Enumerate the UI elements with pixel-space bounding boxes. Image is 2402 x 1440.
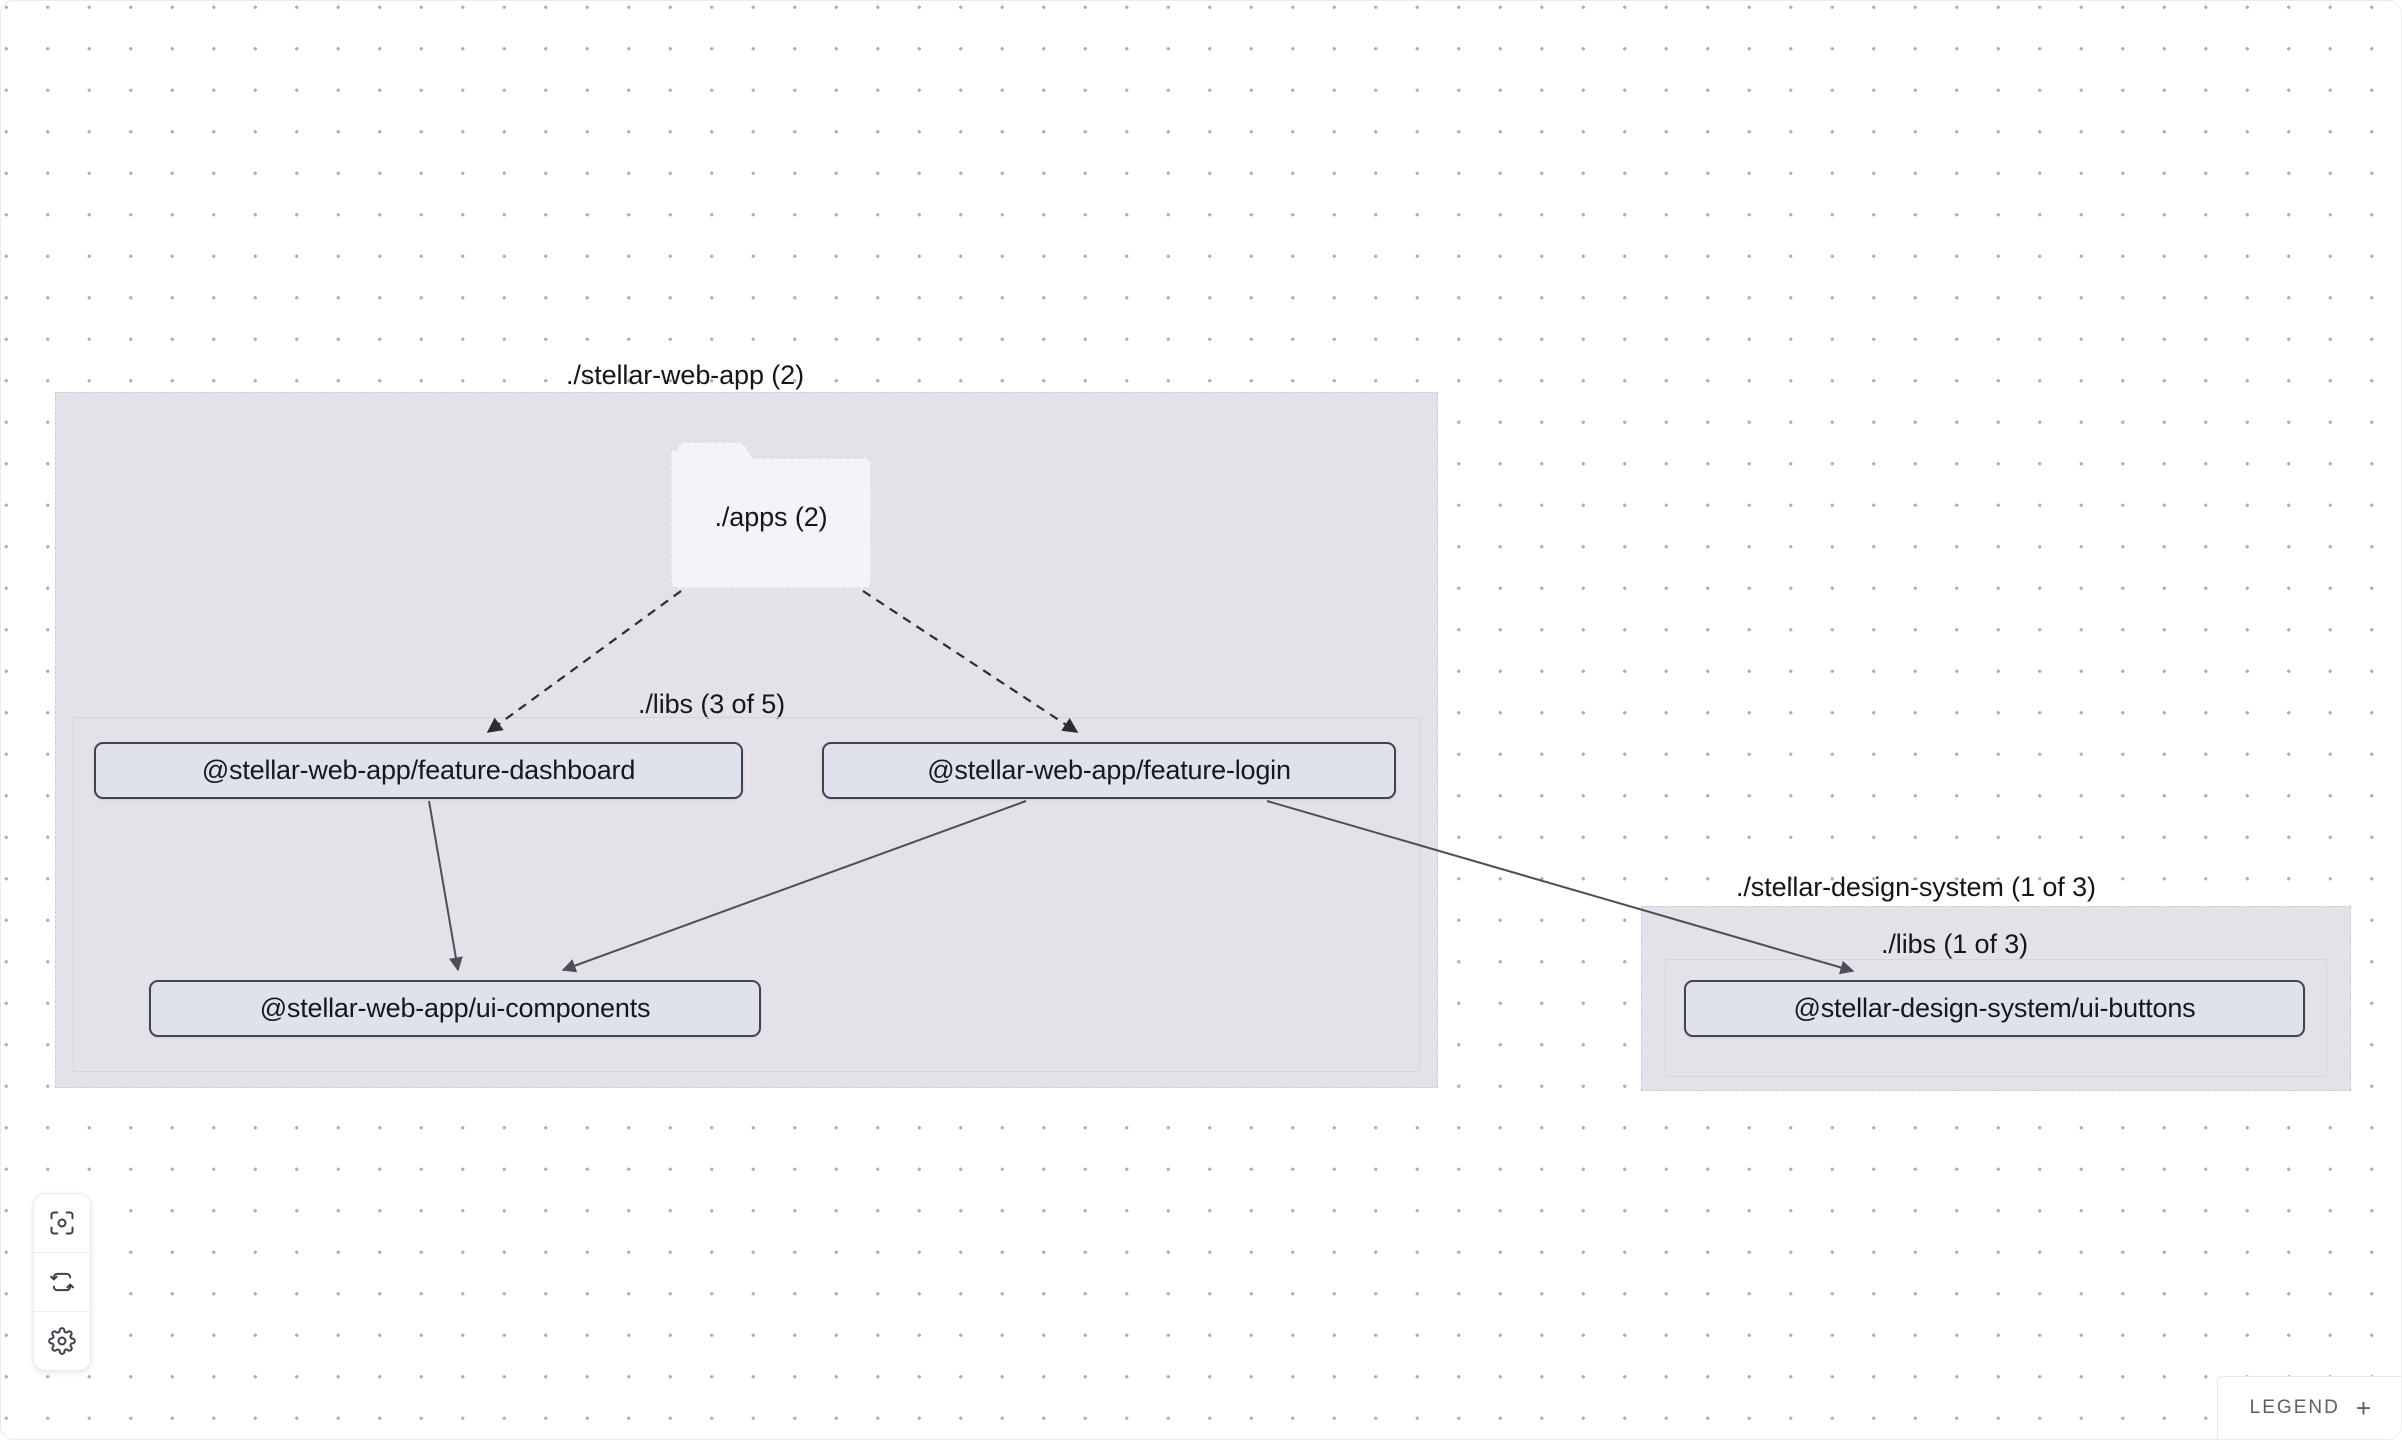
graph-settings-button[interactable] xyxy=(34,1312,90,1370)
group-title-stellar-design-system: ./stellar-design-system (1 of 3) xyxy=(1736,872,2096,902)
subgroup-title-design-system-libs: ./libs (1 of 3) xyxy=(1881,929,2029,959)
folder-shape-icon xyxy=(671,441,871,588)
project-node-feature-dashboard[interactable]: @stellar-web-app/feature-dashboard xyxy=(94,742,743,799)
legend-label: LEGEND xyxy=(2249,1397,2340,1418)
reset-graph-button[interactable] xyxy=(34,1253,90,1312)
refresh-cycle-icon xyxy=(50,1272,74,1292)
folder-node-apps[interactable]: ./apps (2) xyxy=(671,436,871,588)
graph-toolbar[interactable] xyxy=(33,1193,91,1371)
legend-panel[interactable]: LEGEND + xyxy=(2216,1376,2401,1439)
folder-node-label: ./apps (2) xyxy=(714,502,828,532)
focus-graph-button[interactable] xyxy=(34,1194,90,1253)
legend-expand-icon[interactable]: + xyxy=(2355,1393,2371,1423)
subgroup-title-web-app-libs: ./libs (3 of 5) xyxy=(638,689,786,719)
project-node-label: @stellar-design-system/ui-buttons xyxy=(1793,993,2196,1023)
focus-target-icon xyxy=(50,1211,74,1235)
project-node-ui-buttons[interactable]: @stellar-design-system/ui-buttons xyxy=(1684,980,2305,1037)
project-node-label: @stellar-web-app/feature-dashboard xyxy=(201,755,636,785)
gear-icon xyxy=(48,1327,76,1355)
subgroup-design-system-libs[interactable] xyxy=(1665,959,2327,1077)
group-title-stellar-web-app: ./stellar-web-app (2) xyxy=(566,360,804,390)
project-node-feature-login[interactable]: @stellar-web-app/feature-login xyxy=(822,742,1396,799)
project-node-label: @stellar-web-app/ui-components xyxy=(259,993,651,1023)
project-node-ui-components[interactable]: @stellar-web-app/ui-components xyxy=(149,980,761,1037)
project-node-label: @stellar-web-app/feature-login xyxy=(927,755,1291,785)
